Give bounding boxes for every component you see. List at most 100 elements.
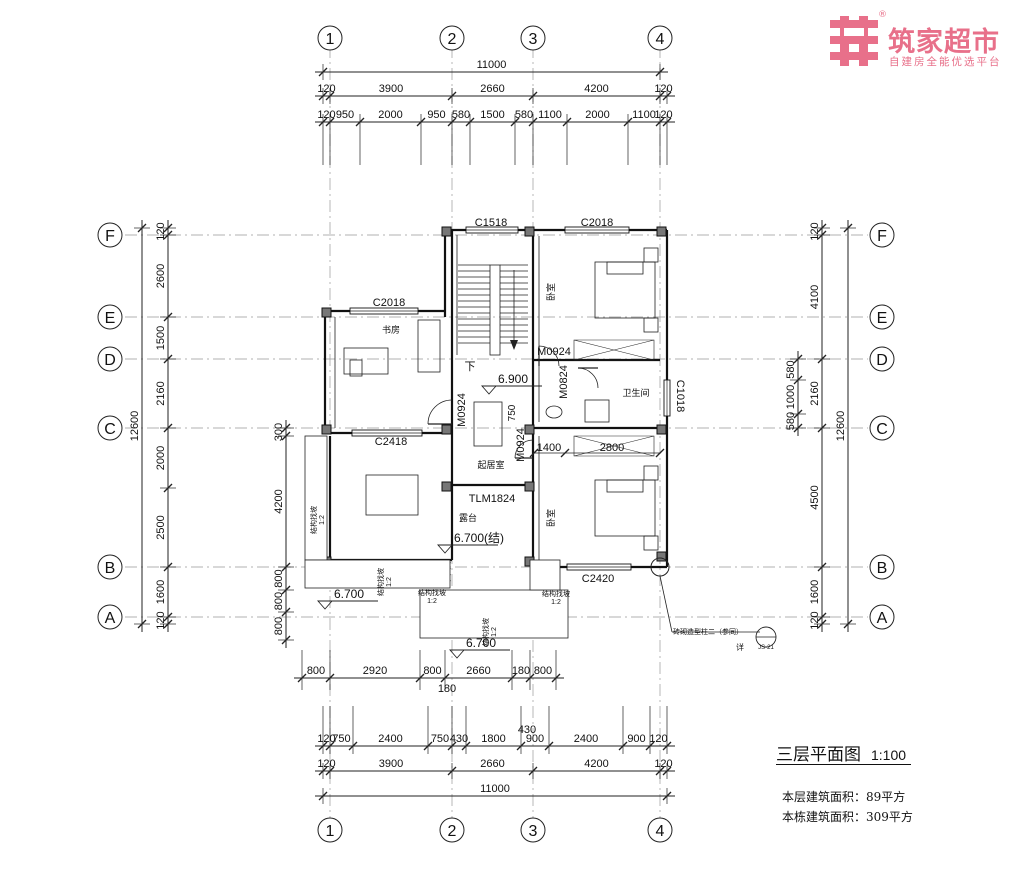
wardrobe-1: [573, 339, 655, 361]
window-label-c1518: C1518: [475, 217, 507, 229]
dim-top-row2-label-8: 2000: [585, 109, 609, 121]
dim-bottom-row2-label-7: 2400: [574, 733, 598, 745]
axis-bubble-bottom-2-circle: [439, 817, 465, 843]
column-2: [656, 226, 667, 237]
column-6: [524, 424, 535, 435]
dim-inner-tick: [529, 448, 539, 458]
dim-left-outer-label-6: 1600: [155, 580, 167, 604]
slope-ratio-1: 1:2: [386, 577, 393, 587]
callout-text: 砖砌造型柱二（参同）: [673, 627, 743, 636]
dim-right-inner-label-2: 580: [785, 412, 797, 430]
dim-right-total-label-0: 12600: [835, 411, 847, 442]
column-9: [524, 481, 535, 492]
dim-bottom-extra-0: 180: [438, 683, 456, 695]
axis-bubble-left-B-circle: [97, 554, 123, 580]
dim-bottom-row2-label-0: 120: [317, 733, 335, 745]
bed-1-nightstand: [643, 317, 659, 333]
room-label-living: 起居室: [477, 459, 504, 470]
dim-bottom-total-label-0: 11000: [480, 783, 510, 795]
dim-bottom-row2-label-8: 900: [627, 733, 645, 745]
dim-left-inner-label-2: 800: [273, 569, 285, 587]
dim-top-total-label-0: 11000: [477, 59, 507, 71]
dim-left-inner-label-3: 800: [273, 592, 285, 610]
dim-top-row2-label-2: 2000: [378, 109, 402, 121]
room-label-study: 书房: [382, 324, 400, 335]
slope-ratio-2: 1:2: [427, 598, 437, 605]
dim-top-row2-label-7: 1100: [538, 109, 562, 121]
callout-code: JS-21: [758, 645, 774, 651]
dim-right-outer-label-2: 2160: [809, 381, 821, 405]
axis-bubble-top-1: 1: [326, 31, 335, 48]
stair-direction-label: 下: [465, 361, 476, 373]
study-sofa: [417, 319, 441, 373]
dim-top-row2-label-4: 580: [452, 109, 470, 121]
axis-bubble-left-C: C: [104, 421, 116, 438]
dim-inner-2800: 2800: [600, 442, 624, 454]
axis-bubble-top-4: 4: [656, 31, 665, 48]
axis-bubble-top-3-circle: [520, 25, 546, 51]
study-desk: [343, 347, 389, 375]
slope-label-1: 结构找坡: [376, 568, 385, 596]
bed-2-nightstand: [643, 465, 659, 481]
elevation-eave-2-mark: [449, 649, 465, 659]
dim-right-outer-label-4: 1600: [809, 580, 821, 604]
window-label-c2420: C2420: [582, 573, 614, 585]
axis-bubble-left-D: D: [104, 352, 116, 369]
bed-2-nightstand: [643, 535, 659, 551]
dim-top-row1-label-1: 3900: [379, 83, 403, 95]
column-8: [441, 481, 452, 492]
dim-bottom-row3-label-3: 4200: [584, 758, 608, 770]
dim-left-outer-label-1: 2600: [155, 264, 167, 288]
wash-basin: [545, 405, 563, 419]
room-label-bedroom-2: 卧室: [545, 509, 556, 527]
roof-eave-south-center: [419, 589, 569, 639]
dim-bottom-row1-label-2: 800: [423, 665, 441, 677]
axis-bubble-left-B: B: [105, 560, 116, 577]
roof-eave-south-east: [529, 559, 561, 591]
door-swing-study: [427, 399, 453, 425]
dim-inner-tick: [655, 448, 665, 458]
axis-bubble-bottom-2: 2: [448, 823, 457, 840]
axis-bubble-right-D-circle: [869, 346, 895, 372]
bed-2-pillow: [606, 479, 644, 493]
dim-left-outer-label-0: 120: [155, 222, 167, 240]
door-label-m0924-study: M0924: [456, 393, 468, 427]
bed-1: [594, 261, 656, 319]
bed-1-nightstand: [643, 247, 659, 263]
dim-top-row1-label-2: 2660: [480, 83, 504, 95]
dim-right-outer-label-0: 120: [809, 222, 821, 240]
column-1: [524, 226, 535, 237]
dim-top-row2-label-10: 120: [654, 109, 672, 121]
axis-bubble-right-B: B: [877, 560, 888, 577]
slope-label-2: 结构找坡: [418, 588, 446, 597]
axis-bubble-left-E: E: [105, 310, 116, 327]
axis-bubble-left-E-circle: [97, 304, 123, 330]
dim-left-outer-label-5: 2500: [155, 515, 167, 539]
column-0: [441, 226, 452, 237]
dim-left-outer-label-4: 2000: [155, 446, 167, 470]
dim-bottom-row2-label-2: 2400: [378, 733, 402, 745]
axis-bubble-bottom-4-circle: [647, 817, 673, 843]
axis-bubble-right-B-circle: [869, 554, 895, 580]
axis-bubble-right-F-circle: [869, 222, 895, 248]
dim-right-inner-label-1: 1000: [785, 385, 797, 409]
dim-bottom-row2-label-1: 750: [332, 733, 350, 745]
axis-bubble-bottom-1-circle: [317, 817, 343, 843]
logo-mark-icon: [830, 16, 878, 66]
door-swing-bed1: [538, 345, 560, 367]
dim-right-outer-label-1: 4100: [809, 285, 821, 309]
axis-bubble-right-E-circle: [869, 304, 895, 330]
dim-left-inner-label-1: 4200: [273, 489, 285, 513]
axis-bubble-right-E: E: [877, 310, 888, 327]
dim-top-row2-label-0: 120: [317, 109, 335, 121]
window-label-c2418: C2418: [375, 436, 407, 448]
slope-ratio-4: 1:2: [551, 599, 561, 606]
window-label-c2018: C2018: [581, 217, 613, 229]
dim-top-row1-label-4: 120: [654, 83, 672, 95]
door-label-m0824: M0824: [558, 365, 570, 399]
roof-eave-west: [304, 435, 328, 561]
dim-inner-1400: 1400: [537, 442, 561, 454]
axis-bubble-right-C-circle: [869, 415, 895, 441]
dim-bottom-row2-label-4: 430: [450, 733, 468, 745]
door-label-tlm1824: TLM1824: [469, 493, 515, 505]
